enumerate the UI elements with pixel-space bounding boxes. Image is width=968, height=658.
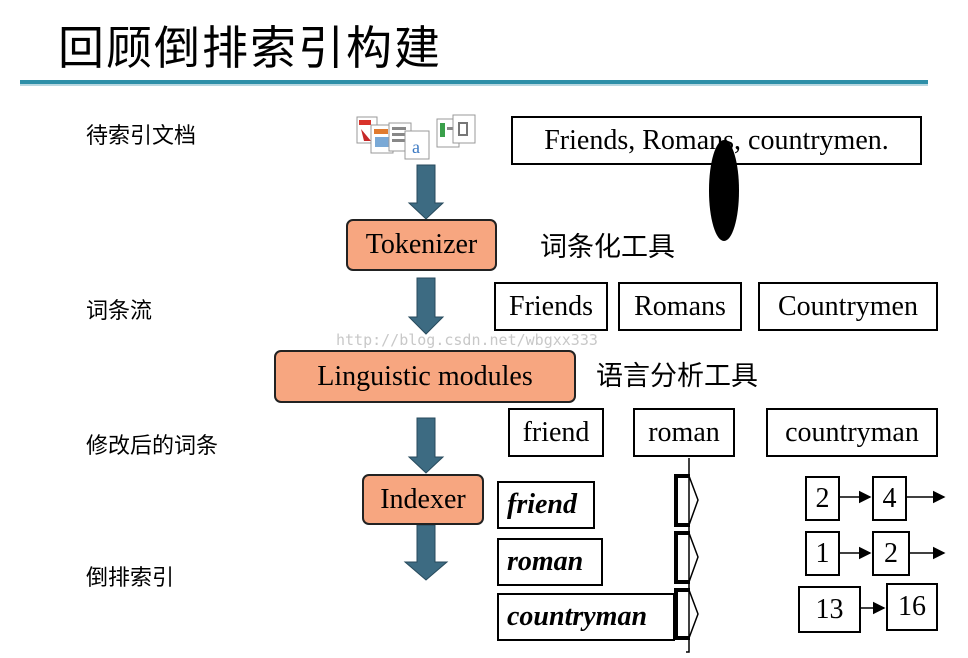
posting-docid: 2	[805, 476, 840, 521]
pointer-tip	[688, 532, 699, 583]
tokenizer-box: Tokenizer	[346, 219, 497, 271]
arrow-indexer-to-index	[403, 524, 449, 581]
token-box: Countrymen	[758, 282, 938, 331]
token-box: Romans	[618, 282, 742, 331]
arrow-linguistic-to-indexer	[407, 417, 445, 474]
posting-docid: 4	[872, 476, 907, 521]
linguistic-cn-label: 语言分析工具	[596, 361, 758, 392]
tokenizer-cn-label: 词条化工具	[540, 232, 675, 263]
watermark: http://blog.csdn.net/wbgxx333	[336, 331, 598, 349]
black-oval-mark	[709, 140, 739, 241]
stage-label-modified-tokens: 修改后的词条	[86, 434, 219, 459]
document-files-icon: a	[355, 113, 485, 163]
arrow-tokenizer-to-linguistic	[407, 277, 445, 335]
title-divider	[20, 80, 928, 84]
dictionary-term: friend	[497, 481, 595, 529]
pointer-tip	[688, 589, 699, 639]
normalized-term-box: friend	[508, 408, 604, 457]
pointer-line	[686, 458, 690, 653]
posting-docid: 16	[886, 583, 938, 631]
posting-docid: 1	[805, 531, 840, 576]
indexer-box: Indexer	[362, 474, 484, 525]
normalized-term-box: countryman	[766, 408, 938, 457]
svg-text:a: a	[412, 137, 420, 157]
dictionary-term: roman	[497, 538, 603, 586]
linguistic-modules-box: Linguistic modules	[274, 350, 576, 403]
pointer-tip	[688, 475, 699, 526]
stage-label-inverted-index: 倒排索引	[86, 566, 175, 591]
pointer-bracket	[674, 588, 690, 640]
posting-docid: 13	[798, 586, 861, 633]
stage-label-token-stream: 词条流	[86, 299, 153, 324]
stage-label-documents: 待索引文档	[86, 124, 197, 149]
posting-docid: 2	[872, 531, 910, 576]
arrow-docs-to-tokenizer	[407, 164, 445, 220]
token-box: Friends	[494, 282, 608, 331]
page-title: 回顾倒排索引构建	[58, 21, 442, 75]
title-divider-shadow	[20, 84, 928, 86]
pointer-bracket	[674, 474, 690, 527]
dictionary-term: countryman	[497, 593, 675, 641]
pointer-bracket	[674, 531, 690, 584]
normalized-term-box: roman	[633, 408, 735, 457]
